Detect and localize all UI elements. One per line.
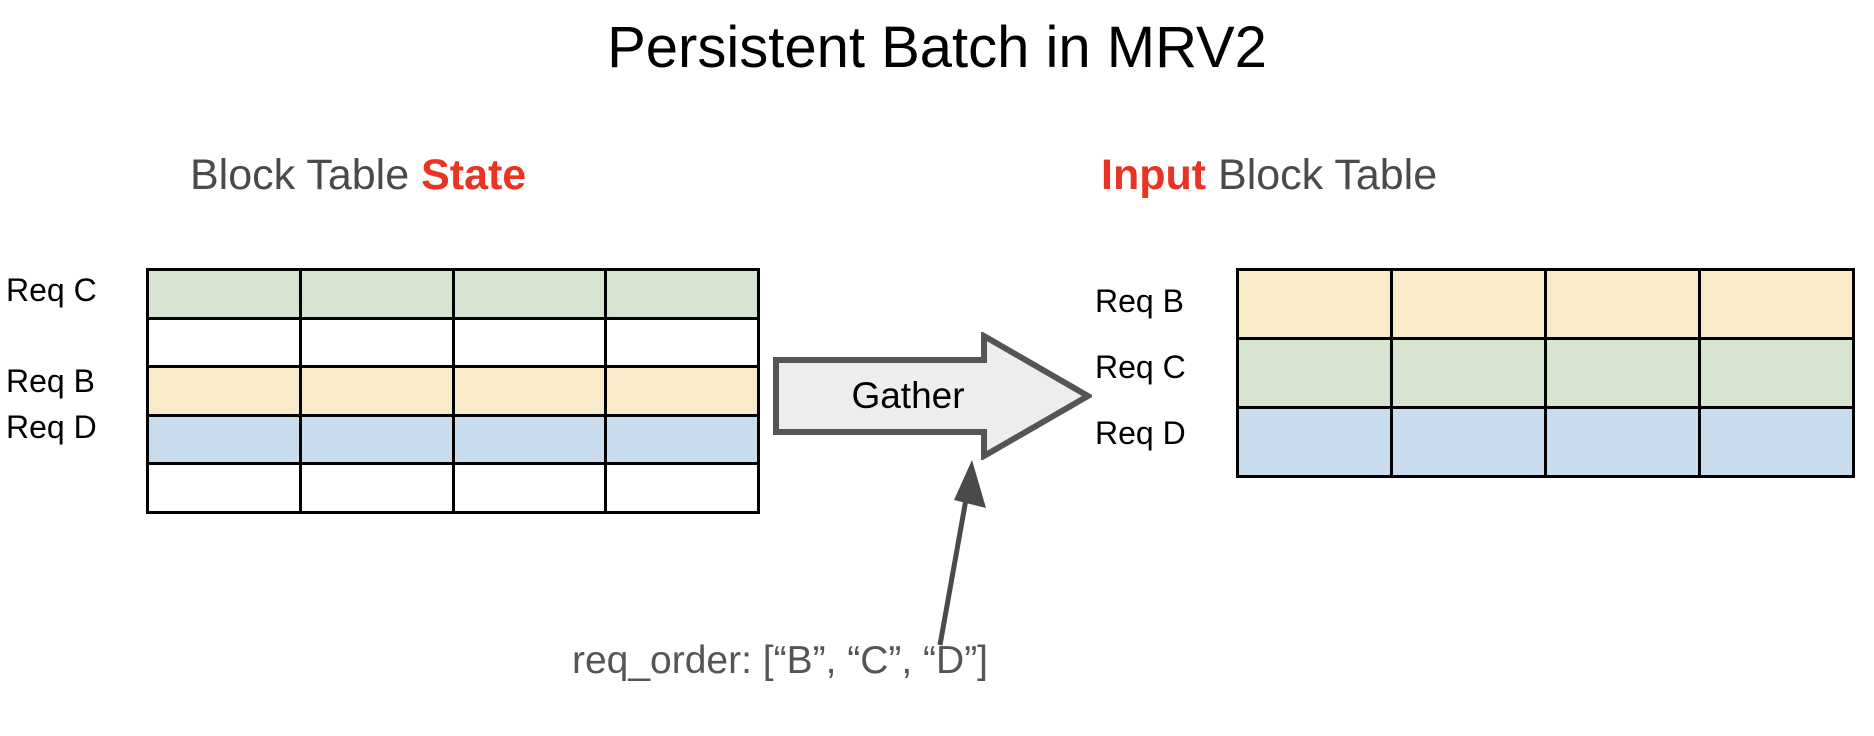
table-cell: [451, 268, 608, 320]
table-row: [1236, 268, 1855, 340]
table-cell: [1236, 268, 1393, 340]
input-block-table-heading: Input Block Table: [1101, 151, 1438, 199]
table-cell: [146, 316, 302, 369]
table-cell: [1390, 337, 1547, 409]
row-label-req-c: Req C: [1095, 349, 1186, 385]
table-row: [146, 462, 760, 514]
row-label-req-d: Req D: [1095, 415, 1186, 451]
table-cell: [146, 413, 302, 466]
input-block-table-grid: [1236, 268, 1855, 478]
table-cell: [298, 268, 455, 320]
req-order-caption: req_order: [“B”, “C”, “D”]: [571, 639, 989, 682]
block-table-state-heading: Block Table State: [190, 151, 527, 199]
table-cell: [298, 316, 455, 369]
table-cell: [1698, 268, 1855, 340]
table-cell: [604, 365, 760, 417]
table-cell: [146, 462, 302, 514]
table-cell: [451, 316, 608, 369]
heading-accent-text: Input: [1101, 151, 1207, 199]
table-cell: [1544, 268, 1701, 340]
table-cell: [1544, 337, 1701, 409]
table-cell: [604, 268, 760, 320]
heading-accent-text: State: [421, 151, 527, 199]
table-cell: [298, 413, 455, 466]
row-label-req-d: Req D: [6, 408, 97, 445]
row-label-req-b: Req B: [1095, 283, 1184, 319]
table-cell: [451, 413, 608, 466]
table-cell: [1236, 337, 1393, 409]
row-label-req-b: Req B: [6, 363, 95, 400]
table-cell: [1236, 406, 1393, 478]
block-table-state-grid: [146, 268, 760, 514]
table-cell: [1390, 406, 1547, 478]
table-cell: [604, 462, 760, 514]
row-label-req-c: Req C: [6, 272, 97, 308]
heading-prefix-text: Block Table: [190, 151, 422, 199]
table-cell: [604, 413, 760, 466]
right-block-arrow-icon: [773, 332, 1092, 460]
table-cell: [1544, 406, 1701, 478]
table-row: [146, 413, 760, 466]
table-cell: [451, 462, 608, 514]
heading-suffix-text: Block Table: [1206, 151, 1438, 199]
up-right-arrow-icon: [937, 460, 986, 646]
table-cell: [1698, 406, 1855, 478]
table-cell: [1390, 268, 1547, 340]
table-row: [1236, 337, 1855, 409]
table-row: [146, 365, 760, 417]
table-row: [146, 316, 760, 369]
table-cell: [1698, 337, 1855, 409]
table-cell: [604, 316, 760, 369]
table-row: [146, 268, 760, 320]
table-row: [1236, 406, 1855, 478]
page-title: Persistent Batch in MRV2: [607, 15, 1267, 80]
table-cell: [451, 365, 608, 417]
table-cell: [298, 462, 455, 514]
table-cell: [146, 268, 302, 320]
table-cell: [146, 365, 302, 417]
table-cell: [298, 365, 455, 417]
